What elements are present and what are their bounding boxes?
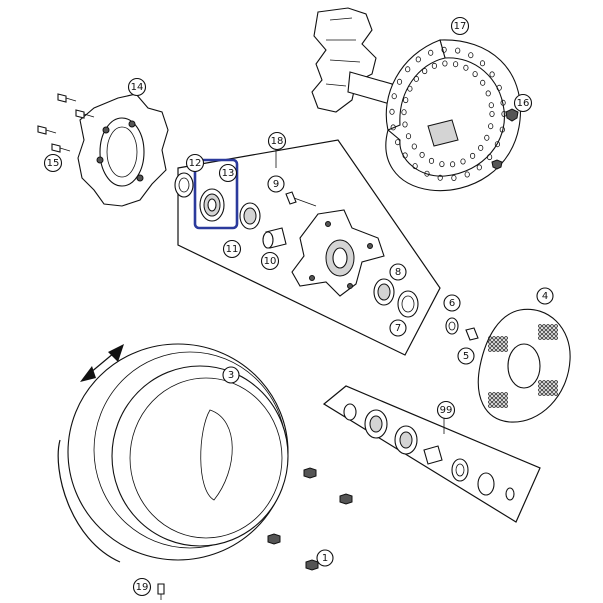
- kit-box-99: [322, 385, 541, 523]
- callout-number: 19: [136, 582, 149, 593]
- bolt-9: [285, 191, 317, 207]
- callout-circle: [127, 77, 147, 97]
- nuts-2: [267, 467, 353, 571]
- callout-circle: [389, 263, 407, 281]
- callout-number: 15: [47, 158, 60, 169]
- brake-disc-4: [477, 308, 571, 423]
- callout-circle: [185, 153, 205, 173]
- callout-circle: [389, 319, 407, 337]
- callout-number: 4: [542, 291, 548, 302]
- kit-parts-99: [343, 403, 515, 501]
- callout-number: 16: [517, 98, 530, 109]
- callout-6: 6: [443, 294, 461, 312]
- assembly-box-18: [177, 139, 441, 356]
- callout-14: 14: [127, 77, 147, 97]
- bearing-13: [199, 188, 225, 222]
- callout-7: 7: [389, 319, 407, 337]
- callout-circle: [450, 16, 470, 36]
- bearing-8: [373, 278, 395, 306]
- callout-8: 8: [389, 263, 407, 281]
- spacer-6: [445, 317, 459, 335]
- callout-circle: [316, 549, 334, 567]
- callout-circle: [132, 577, 152, 597]
- callout-10: 10: [260, 251, 280, 271]
- callout-4: 4: [536, 287, 554, 305]
- bushing-10: [262, 227, 287, 249]
- callout-circle: [443, 294, 461, 312]
- callout-3: 3: [222, 366, 240, 384]
- callout-number: 6: [449, 298, 455, 309]
- callout-13: 13: [218, 163, 238, 183]
- callout-12: 12: [185, 153, 205, 173]
- callout-18: 18: [267, 131, 287, 151]
- highlight-frame: [193, 158, 239, 230]
- callout-number: 10: [264, 256, 277, 267]
- callout-16: 16: [513, 93, 533, 113]
- callout-number: 18: [271, 136, 284, 147]
- bolt-16: [491, 108, 519, 170]
- spacer-5: [465, 327, 479, 341]
- callout-number: 8: [395, 267, 401, 278]
- callout-circle: [513, 93, 533, 113]
- callout-circle: [222, 366, 240, 384]
- callout-number: 9: [273, 179, 279, 190]
- callout-number: 12: [189, 158, 202, 169]
- callout-circle: [260, 251, 280, 271]
- callout-number: 11: [226, 244, 239, 255]
- callout-number: 99: [440, 405, 453, 416]
- callout-1: 1: [316, 549, 334, 567]
- spacer-11: [239, 202, 261, 230]
- callout-number: 1: [322, 553, 328, 564]
- valve-19: [157, 583, 165, 600]
- callout-5: 5: [457, 347, 475, 365]
- callout-number: 3: [228, 370, 234, 381]
- callout-number: 13: [222, 168, 235, 179]
- callout-circle: [218, 163, 238, 183]
- callout-number: 17: [454, 21, 467, 32]
- callout-11: 11: [222, 239, 242, 259]
- callout-17: 17: [450, 16, 470, 36]
- callout-19: 19: [132, 577, 152, 597]
- wheel-hub: [291, 209, 385, 297]
- callout-circle: [267, 175, 285, 193]
- callout-circle: [436, 400, 456, 420]
- rotation-arrow: [80, 344, 124, 382]
- callout-15: 15: [43, 153, 63, 173]
- callout-number: 5: [463, 351, 469, 362]
- callout-number: 14: [131, 82, 144, 93]
- fork-leg-drawing: [311, 7, 402, 113]
- callout-number: 7: [395, 323, 401, 334]
- callout-circle: [222, 239, 242, 259]
- seal-7: [397, 290, 419, 318]
- brake-disc-17: [385, 39, 522, 192]
- rear-disc-14: [77, 93, 169, 207]
- callout-circle: [457, 347, 475, 365]
- callout-99: 99: [436, 400, 456, 420]
- bolts-15: [37, 93, 95, 153]
- rim-3: [57, 343, 289, 563]
- callout-circle: [43, 153, 63, 173]
- callout-9: 9: [267, 175, 285, 193]
- seal-12: [174, 172, 194, 198]
- callout-circle: [536, 287, 554, 305]
- callout-circle: [267, 131, 287, 151]
